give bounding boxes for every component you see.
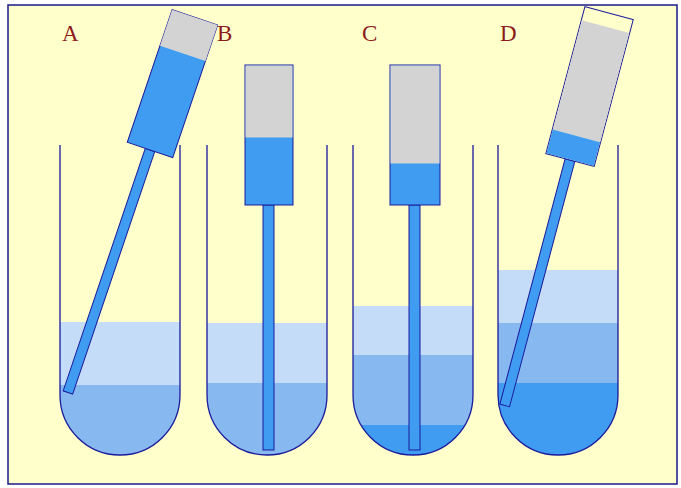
test-tube bbox=[60, 145, 180, 465]
tube-letter: D bbox=[500, 22, 517, 45]
pipette bbox=[245, 65, 293, 450]
tube-letter: A bbox=[62, 22, 79, 45]
background-panel bbox=[8, 5, 677, 484]
tube-letter: B bbox=[217, 22, 232, 45]
pipette bbox=[481, 7, 634, 412]
pipette bbox=[45, 10, 217, 400]
tube-letter: C bbox=[362, 22, 377, 45]
test-tube bbox=[498, 145, 618, 465]
pipette bbox=[390, 65, 440, 450]
